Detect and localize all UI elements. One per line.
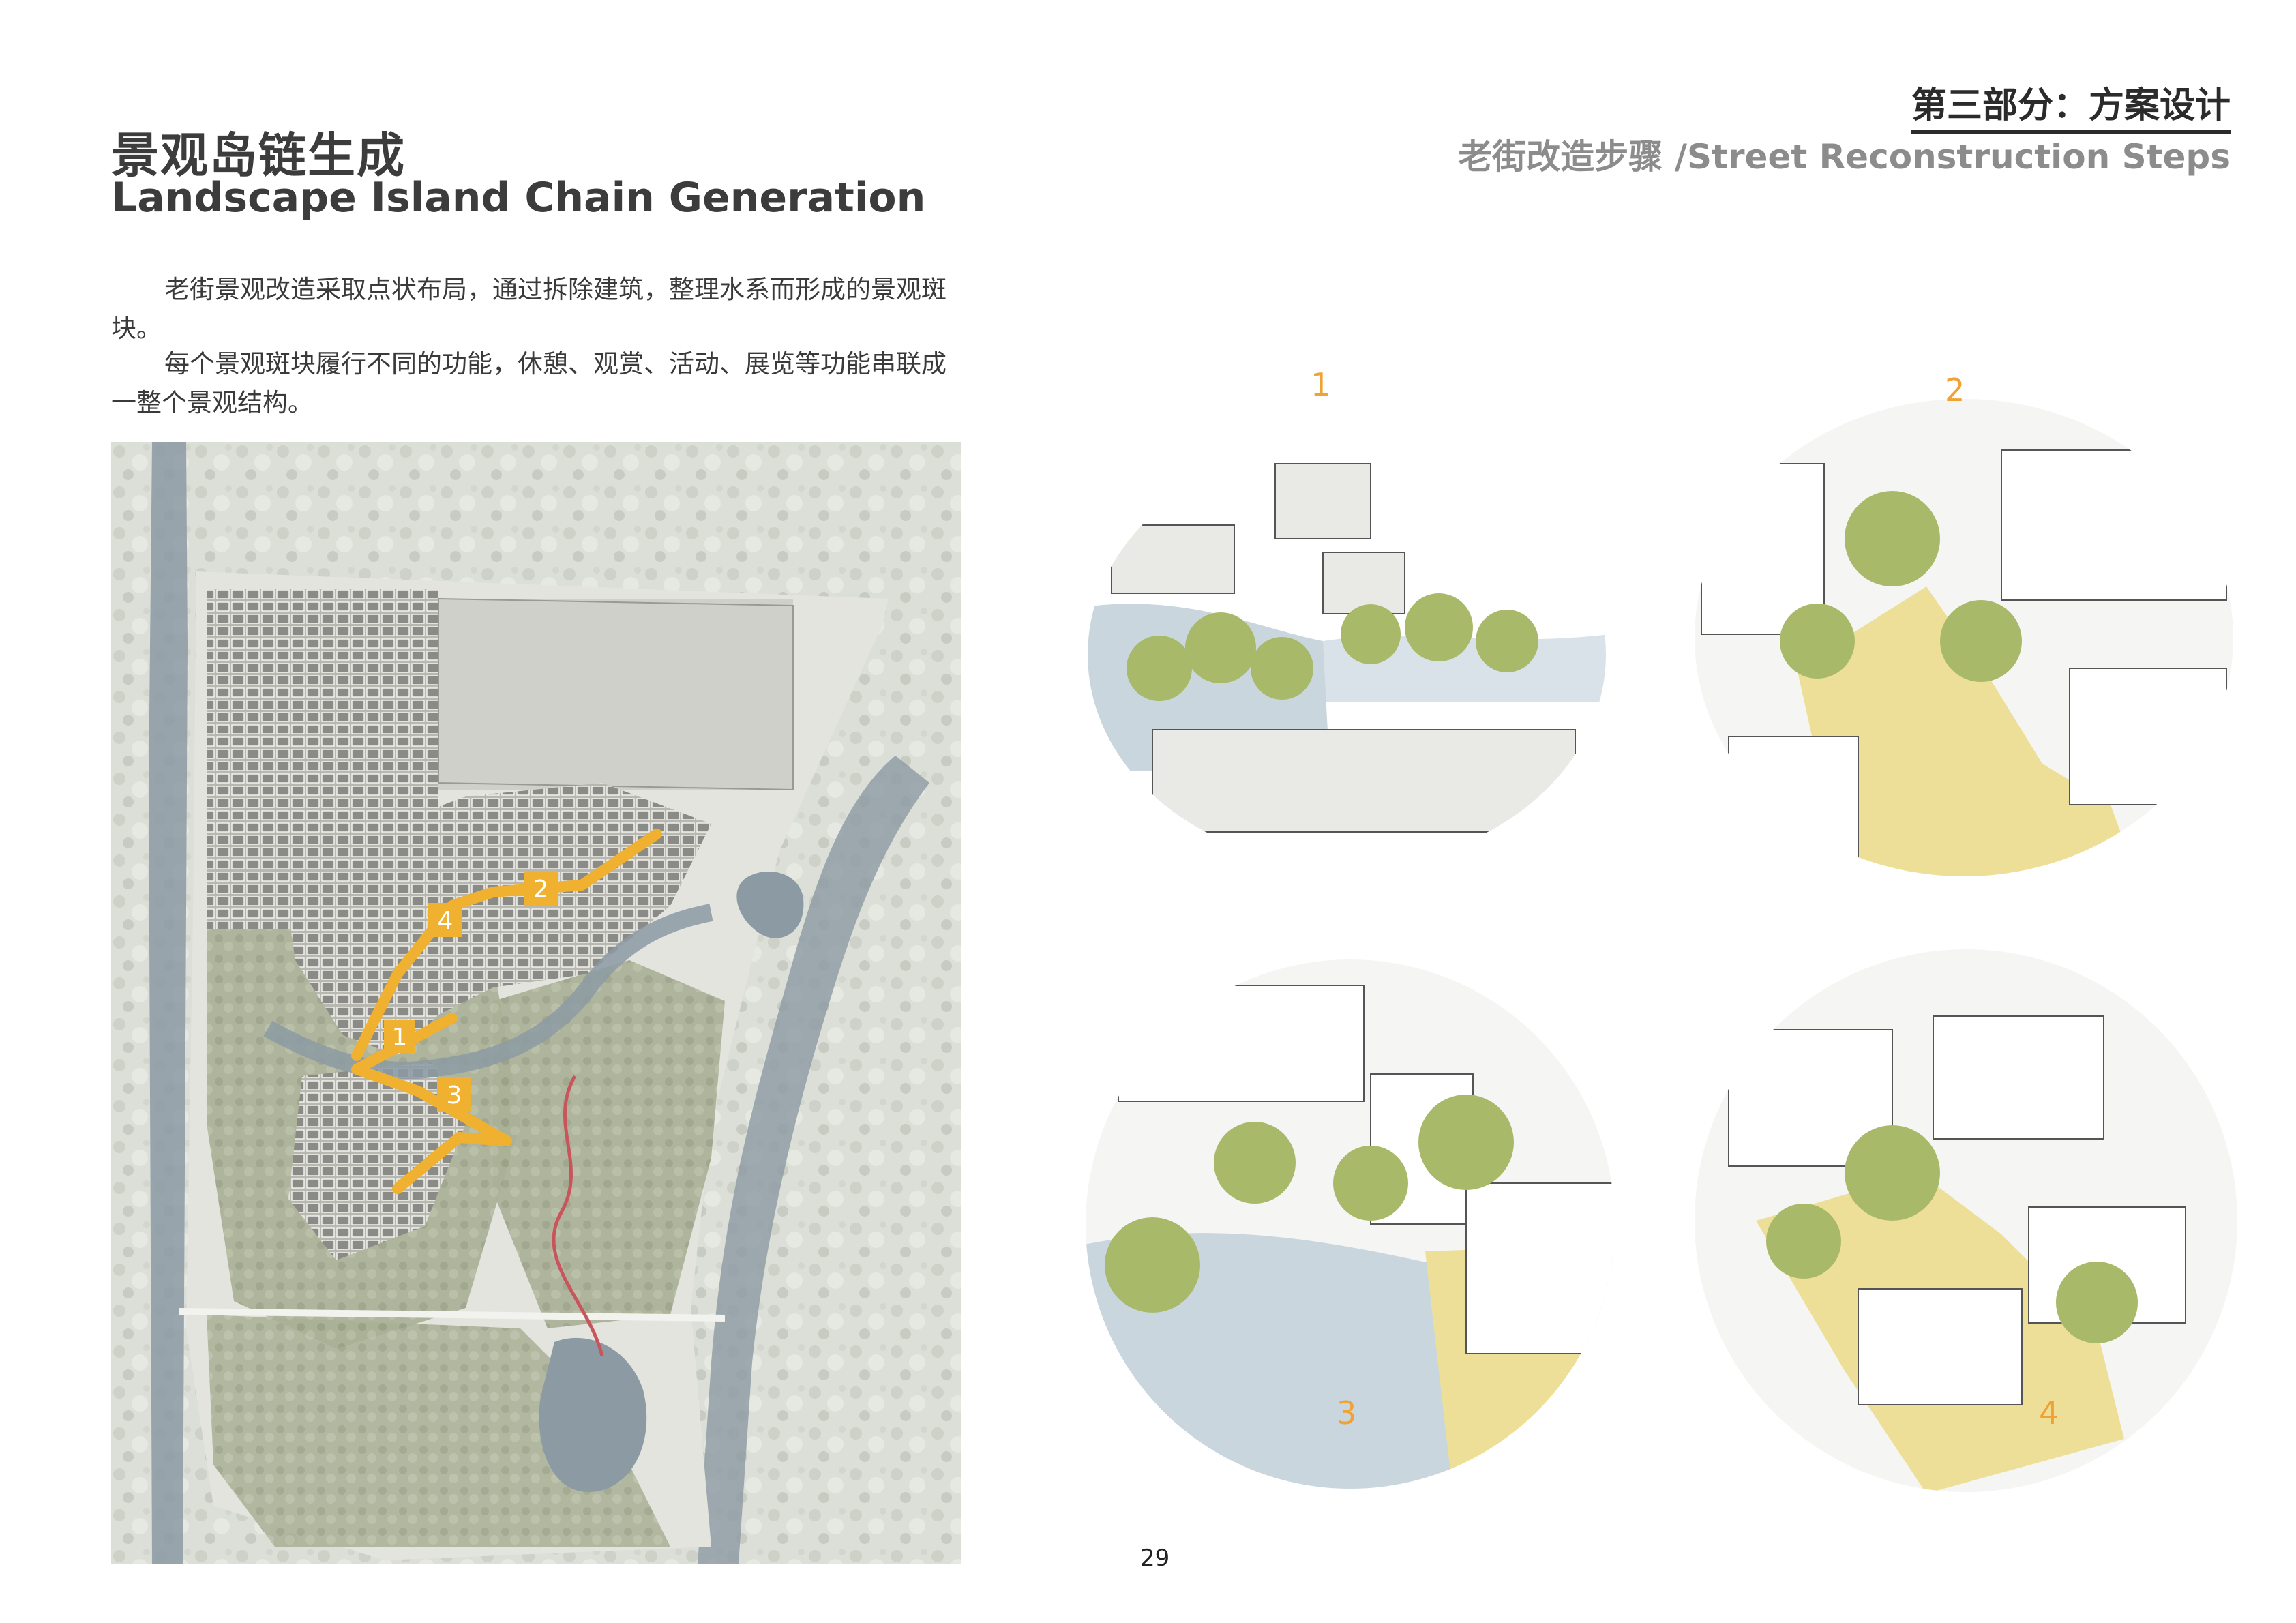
svg-text:4: 4 (438, 907, 453, 935)
vignette-4 (1688, 948, 2243, 1493)
section-subtitle: 老街改造步骤 /Street Reconstruction Steps (1458, 137, 2231, 177)
vignette-label-2: 2 (1945, 372, 1965, 408)
map-marker-4: 4 (428, 903, 462, 937)
svg-text:1: 1 (392, 1024, 408, 1052)
page-title-english: Landscape Island Chain Generation (111, 174, 926, 222)
vignette-label-1: 1 (1311, 366, 1331, 403)
vignette-label-3: 3 (1337, 1395, 1357, 1431)
svg-text:3: 3 (447, 1082, 462, 1110)
master-plan-map: 1 2 3 4 (111, 442, 961, 1564)
svg-text:2: 2 (533, 876, 549, 904)
page-title: 景观岛链生成 (111, 128, 406, 183)
description-paragraph-2: 每个景观斑块履行不同的功能，休憩、观赏、活动、展览等功能串联成一整个景观结构。 (111, 349, 946, 417)
section-title: 第三部分：方案设计 (1911, 76, 2231, 134)
map-marker-3: 3 (437, 1077, 471, 1112)
vignette-label-4: 4 (2039, 1395, 2059, 1431)
description-paragraph-1: 老街景观改造采取点状布局，通过拆除建筑，整理水系而形成的景观斑块。 (111, 275, 946, 343)
vignette-2 (1688, 382, 2243, 880)
vignette-1 (1084, 348, 1609, 873)
map-marker-1: 1 (384, 1020, 415, 1053)
page-number: 29 (1140, 1545, 1170, 1572)
map-marker-2: 2 (524, 872, 558, 906)
vignette-3 (1084, 958, 1616, 1490)
